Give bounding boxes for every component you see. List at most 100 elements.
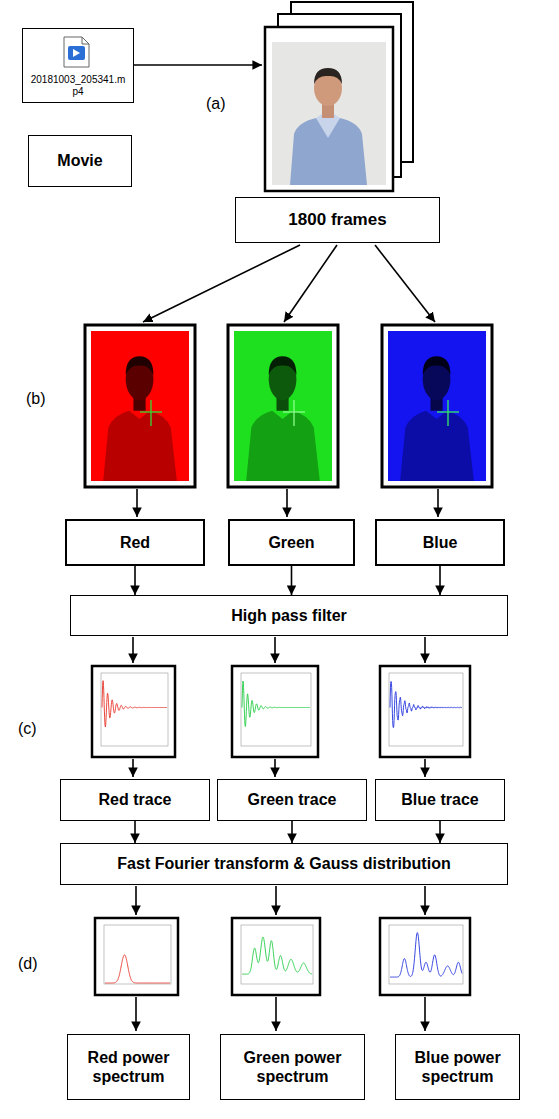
frame-stack bbox=[290, 68, 367, 185]
plot-frame bbox=[380, 666, 470, 757]
plot-curve bbox=[390, 933, 462, 977]
green-channel-image bbox=[228, 325, 338, 487]
plot-curve bbox=[390, 681, 462, 727]
box-label: Blue trace bbox=[401, 790, 478, 809]
red-channel-image bbox=[85, 325, 195, 487]
blue-channel-image bbox=[437, 400, 459, 426]
flow-connector bbox=[134, 566, 136, 595]
process-box: 1800 frames bbox=[235, 197, 440, 243]
flow-arrow bbox=[286, 489, 288, 517]
flow-arrow bbox=[424, 886, 426, 915]
box-label: Fast Fourier transform & Gauss distribut… bbox=[117, 854, 450, 873]
plot-curve bbox=[105, 955, 170, 983]
frame-stack bbox=[314, 68, 342, 84]
plot-frame bbox=[380, 918, 470, 995]
box-label: Green power spectrum bbox=[227, 1048, 358, 1086]
plot-curve bbox=[102, 681, 167, 727]
flow-arrow bbox=[136, 489, 138, 517]
red-channel-image bbox=[103, 411, 177, 481]
blue-channel-image bbox=[400, 411, 474, 481]
red-channel-image bbox=[103, 356, 177, 481]
plot-axes bbox=[101, 673, 168, 746]
file-name: 20181003_205341.m p4 bbox=[26, 74, 130, 98]
file-icon bbox=[64, 37, 89, 67]
flow-arrow bbox=[424, 997, 426, 1031]
trace-plot bbox=[232, 666, 318, 757]
flow-connector bbox=[291, 821, 293, 843]
plot-frame bbox=[232, 918, 320, 995]
flow-connector bbox=[134, 821, 136, 843]
box-label: Green bbox=[268, 533, 314, 552]
blue-channel-image bbox=[400, 356, 474, 481]
process-box: Fast Fourier transform & Gauss distribut… bbox=[60, 843, 508, 885]
blue-channel-image bbox=[382, 325, 492, 487]
flow-arrow bbox=[133, 64, 262, 66]
flow-arrow bbox=[132, 637, 134, 663]
flow-connector bbox=[439, 566, 441, 595]
box-label: Blue bbox=[423, 533, 458, 552]
process-box: Movie bbox=[28, 135, 132, 187]
flow-arrow bbox=[375, 245, 435, 322]
flow-arrow bbox=[424, 759, 426, 777]
box-label: 1800 frames bbox=[288, 210, 386, 230]
process-box: Blue trace bbox=[375, 779, 505, 821]
trace-plot bbox=[92, 666, 175, 757]
plot-frame bbox=[92, 666, 175, 757]
flow-arrow bbox=[275, 886, 277, 915]
green-channel-image bbox=[293, 400, 294, 426]
process-box: Green bbox=[228, 519, 355, 566]
box-label: Blue power spectrum bbox=[402, 1048, 513, 1086]
process-box: Blue power spectrum bbox=[395, 1034, 520, 1100]
box-label: Red bbox=[120, 533, 150, 552]
red-channel-image bbox=[150, 400, 151, 426]
panel-label: (b) bbox=[26, 390, 46, 408]
plot-axes bbox=[389, 925, 463, 984]
plot-thumbnails bbox=[92, 666, 470, 995]
spectrum-plot bbox=[380, 918, 470, 995]
plot-axes bbox=[389, 673, 463, 746]
red-channel-image bbox=[91, 331, 189, 481]
red-channel-image bbox=[85, 325, 195, 487]
plot-curve bbox=[242, 937, 312, 974]
flow-arrow bbox=[135, 886, 137, 915]
process-box: Red bbox=[65, 519, 205, 566]
green-channel-image bbox=[283, 400, 305, 426]
box-label: Green trace bbox=[248, 790, 337, 809]
box-label: Red trace bbox=[99, 790, 172, 809]
plot-axes bbox=[104, 925, 171, 984]
frame-stack bbox=[272, 42, 386, 185]
frame-stack bbox=[265, 2, 413, 191]
file-icon bbox=[64, 37, 89, 67]
green-channel-image bbox=[228, 325, 338, 487]
flow-arrow bbox=[424, 637, 426, 663]
file-icon bbox=[68, 46, 85, 60]
panel-label: (d) bbox=[18, 955, 38, 973]
box-label: Movie bbox=[57, 151, 102, 170]
plot-frame bbox=[95, 918, 178, 995]
process-box: Red trace bbox=[60, 779, 210, 821]
trace-plot bbox=[380, 666, 470, 757]
flow-arrow bbox=[274, 637, 276, 663]
green-channel-image bbox=[246, 356, 320, 481]
flow-arrow bbox=[437, 489, 439, 517]
red-channel-image bbox=[140, 400, 162, 426]
red-channel-image bbox=[126, 356, 154, 375]
plot-axes bbox=[241, 925, 313, 984]
flow-arrow bbox=[284, 245, 337, 322]
process-box: Blue bbox=[375, 519, 505, 566]
flow-connector bbox=[439, 821, 441, 843]
file-box: 20181003_205341.m p4 bbox=[22, 28, 134, 103]
frame-stack bbox=[265, 27, 393, 191]
process-box: Green power spectrum bbox=[220, 1034, 365, 1100]
blue-channel-image bbox=[382, 325, 492, 487]
green-channel-image bbox=[246, 411, 320, 481]
plot-curve bbox=[242, 681, 310, 726]
blue-channel-image bbox=[388, 331, 486, 481]
process-box: Green trace bbox=[217, 779, 367, 821]
flow-arrow bbox=[275, 997, 277, 1031]
flow-arrow bbox=[135, 997, 137, 1031]
file-icon bbox=[82, 37, 89, 44]
process-box: Red power spectrum bbox=[67, 1034, 190, 1100]
flow-connector bbox=[291, 566, 293, 595]
